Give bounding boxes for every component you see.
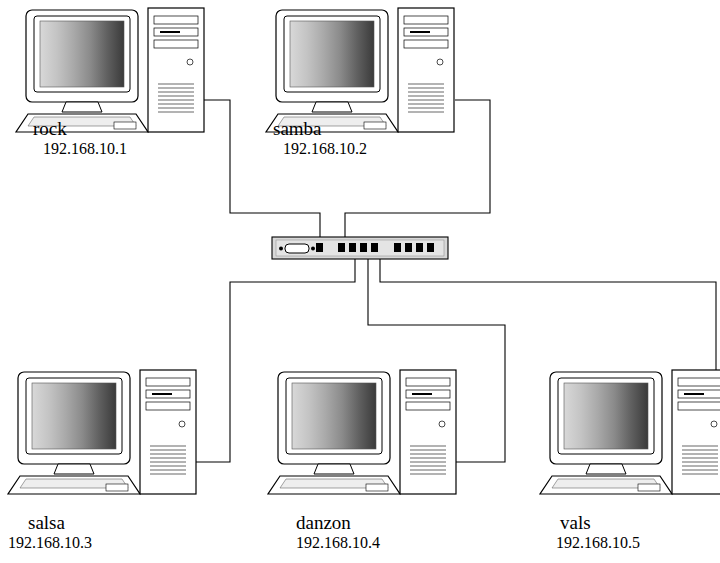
ip-address: 192.168.10.2	[283, 140, 386, 158]
computer-icon	[268, 370, 456, 494]
host-name: salsa	[28, 512, 141, 534]
computer-node: danzon192.168.10.4	[296, 512, 388, 552]
computer-node: samba192.168.10.2	[278, 118, 380, 158]
host-name: samba	[273, 118, 376, 140]
computer-icon	[266, 8, 454, 132]
computer-icon	[540, 370, 720, 494]
host-name: vals	[560, 512, 657, 534]
computer-node: salsa192.168.10.3	[18, 512, 130, 552]
computer-node: rock192.168.10.1	[38, 118, 140, 158]
computer-icon	[8, 370, 196, 494]
host-name: danzon	[296, 512, 389, 534]
ip-address: 192.168.10.4	[296, 534, 389, 552]
host-name: rock	[33, 118, 136, 140]
computer-icon	[16, 8, 204, 132]
ip-address: 192.168.10.3	[8, 534, 121, 552]
ip-address: 192.168.10.5	[556, 534, 653, 552]
network-switch	[272, 237, 448, 259]
ip-address: 192.168.10.1	[43, 140, 146, 158]
computer-node: vals192.168.10.5	[558, 512, 654, 552]
